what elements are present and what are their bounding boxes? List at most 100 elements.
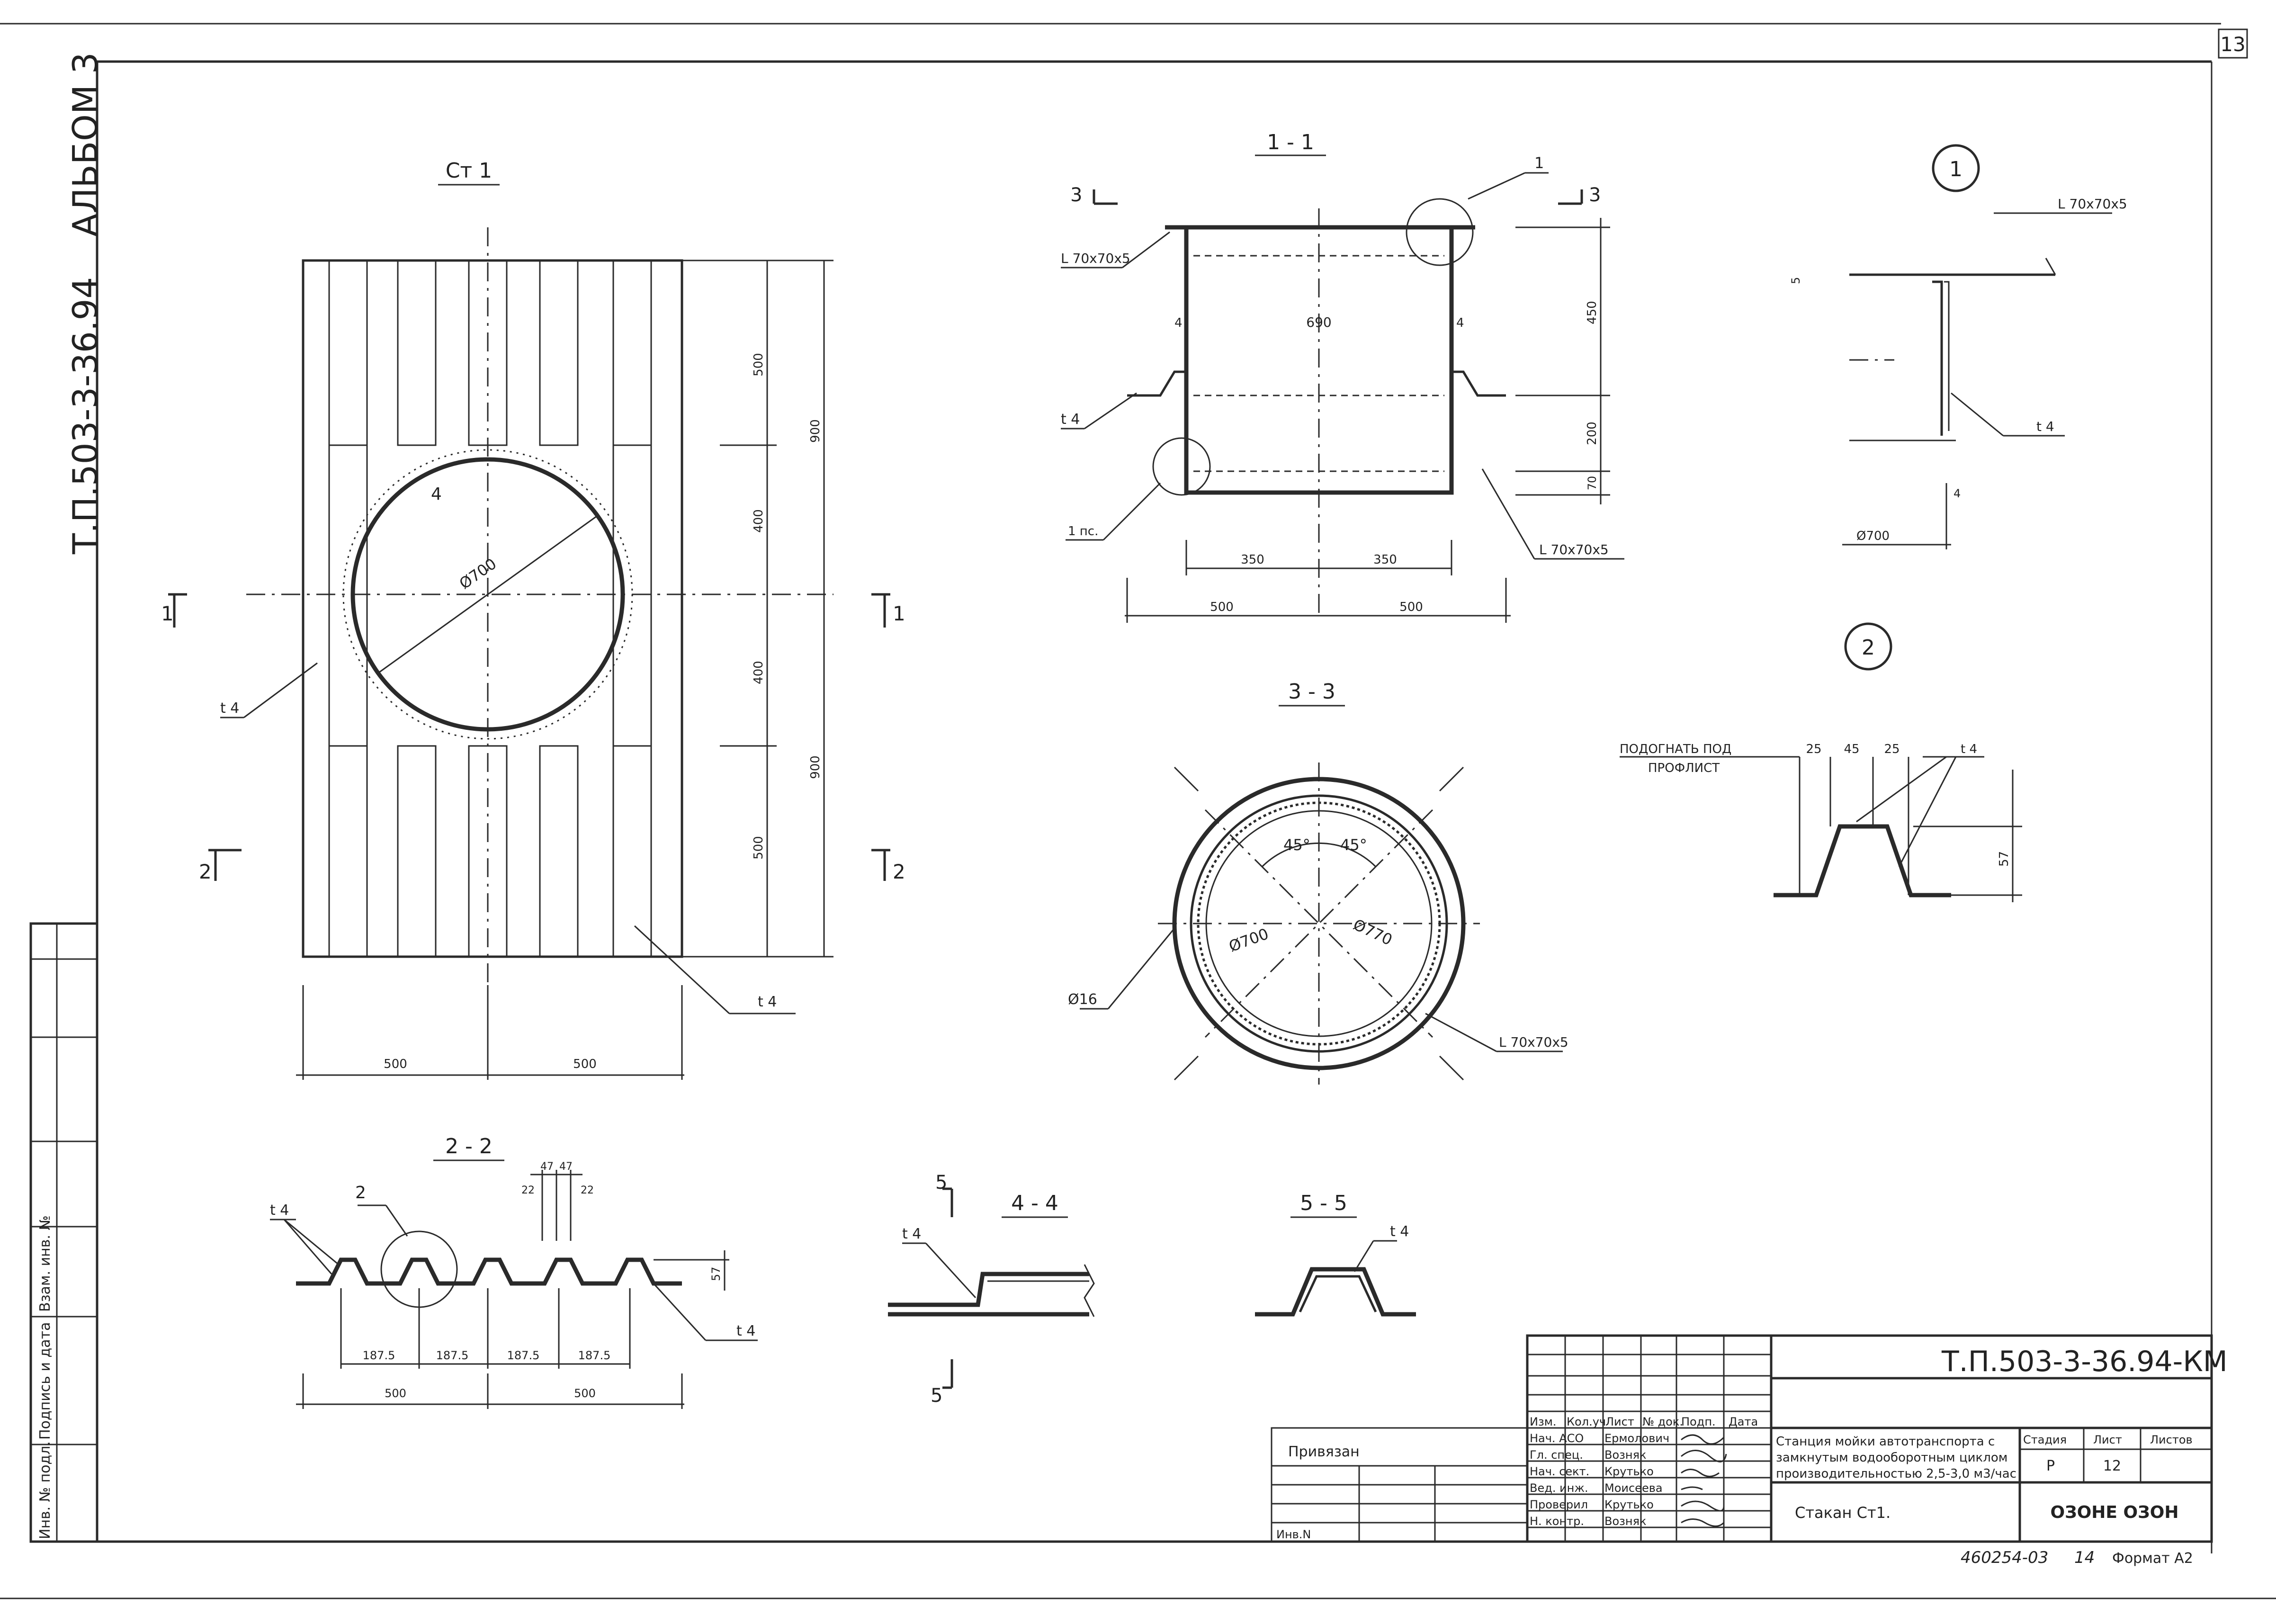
st1-title: Ст 1 bbox=[446, 159, 492, 183]
sec11-dim-450: 450 bbox=[1585, 301, 1599, 324]
sec44-mark-bottom: 5 bbox=[931, 1385, 942, 1407]
node1-t4: t 4 bbox=[2036, 419, 2054, 434]
sec11-dim-500b: 500 bbox=[1399, 600, 1423, 614]
node2-dim-45: 45 bbox=[1844, 742, 1859, 756]
view-section-4-4: 4 - 4 t 4 5 5 bbox=[888, 1172, 1095, 1407]
title-h-izm: Изм. bbox=[1530, 1415, 1556, 1428]
bottom-stamp: 460254-03 bbox=[1961, 1548, 2048, 1567]
node2-height: 57 bbox=[1997, 851, 2011, 867]
st1-sec1-right: 1 bbox=[893, 602, 905, 625]
sec33-angle-label: L 70х70х5 bbox=[1499, 1034, 1568, 1050]
person-name-6: Возняк bbox=[1604, 1515, 1647, 1528]
title-h-list: Лист bbox=[1605, 1415, 1634, 1428]
st1-dim-500-left: 500 bbox=[384, 1057, 407, 1071]
sec22-total-b: 500 bbox=[574, 1387, 596, 1400]
title-desc-3: производительностью 2,5-3,0 м3/час bbox=[1776, 1467, 2016, 1481]
sec22-t4-left: t 4 bbox=[270, 1202, 289, 1219]
title-sheets-label: Листов bbox=[2150, 1433, 2193, 1446]
sec33-hole: Ø16 bbox=[1068, 991, 1097, 1008]
node1-dim5: 5 bbox=[1789, 277, 1802, 284]
st1-diameter: Ø700 bbox=[456, 555, 500, 593]
sec22-pitch-c: 187.5 bbox=[507, 1349, 540, 1362]
person-name-2: Возняк bbox=[1604, 1448, 1647, 1462]
person-role-5: Проверил bbox=[1530, 1498, 1588, 1511]
sec22-title: 2 - 2 bbox=[445, 1134, 493, 1158]
title-sheet-label: Лист bbox=[2093, 1433, 2122, 1446]
st1-bottom-flutes bbox=[328, 745, 652, 958]
view-st1: Ст 1 Ø700 4 bbox=[161, 159, 905, 1080]
person-role-3: Нач. сект. bbox=[1530, 1465, 1589, 1478]
sec11-title: 1 - 1 bbox=[1267, 130, 1314, 154]
person-role-6: Н. контр. bbox=[1530, 1515, 1584, 1528]
sec22-total-a: 500 bbox=[385, 1387, 406, 1400]
sec22-pitch-a: 187.5 bbox=[363, 1349, 395, 1362]
node1-diam: Ø700 bbox=[1856, 529, 1890, 543]
sec11-mark4-left: 4 bbox=[1174, 316, 1183, 330]
title-privyazan: Привязан bbox=[1288, 1444, 1360, 1460]
view-section-5-5: 5 - 5 t 4 bbox=[1255, 1191, 1416, 1317]
st1-dim-500a: 500 bbox=[752, 353, 766, 377]
sec11-mark3-left: 3 bbox=[1070, 184, 1082, 206]
sec11-mark4-right: 4 bbox=[1456, 316, 1464, 330]
sheet-frame: 13 АЛЬБОМ 3 Т.П.503-3-36.94 460254-03 14… bbox=[0, 23, 2276, 1599]
node2-dim-25a: 25 bbox=[1806, 742, 1821, 756]
margin-replace-label: Взам. инв. № bbox=[37, 1215, 54, 1312]
st1-dim-400b: 400 bbox=[752, 661, 766, 684]
node2-note2: ПРОФЛИСТ bbox=[1648, 761, 1720, 775]
sec22-callout: 2 bbox=[355, 1183, 366, 1202]
sec11-dim-350b: 350 bbox=[1373, 553, 1397, 567]
st1-sec2-right: 2 bbox=[893, 860, 905, 883]
margin-sign-label: Подпись и дата bbox=[37, 1322, 54, 1440]
person-role-2: Гл. спец. bbox=[1530, 1448, 1583, 1462]
view-section-2-2: 2 - 2 2 t 4 t 4 47 47 22 22 57 187.5 187… bbox=[270, 1134, 758, 1409]
sec22-pitch-b: 187.5 bbox=[436, 1349, 469, 1362]
st1-section-marks: 1 1 2 2 bbox=[161, 593, 905, 883]
sec11-inner-width: 690 bbox=[1306, 314, 1331, 330]
person-role-4: Вед. инж. bbox=[1530, 1481, 1588, 1495]
margin-inv-label: Инв. № подл. bbox=[37, 1441, 54, 1539]
title-code: Т.П.503-3-36.94-КМ bbox=[1941, 1345, 2228, 1378]
node1-title: 1 bbox=[1949, 157, 1962, 181]
st1-plate bbox=[302, 259, 683, 958]
view-node-1: 1 L 70х70х5 t 4 5 4 Ø700 bbox=[1789, 144, 2127, 549]
sec22-side-dim-b: 22 bbox=[581, 1184, 594, 1196]
sec22-top-dim-a: 47 bbox=[540, 1161, 554, 1173]
sec55-t4: t 4 bbox=[1390, 1223, 1409, 1240]
node2-dim-25b: 25 bbox=[1884, 742, 1900, 756]
view-section-3-3: 3 - 3 45° 45° Ø700 Ø770 Ø16 L 70х70х5 bbox=[1068, 680, 1568, 1085]
view-section-1-1: 1 - 1 1 L 70х70х5 t 4 1 пс. L 70х70х5 3 bbox=[1061, 130, 1624, 623]
node2-t: t 4 bbox=[1961, 742, 1977, 756]
node2-title: 2 bbox=[1862, 636, 1875, 660]
signatures bbox=[1681, 1434, 1727, 1527]
sec11-dim-350a: 350 bbox=[1241, 553, 1264, 567]
node2-note1: ПОДОГНАТЬ ПОД bbox=[1620, 742, 1731, 756]
title-stage: Р bbox=[2046, 1458, 2055, 1474]
title-inv: Инв.N bbox=[1276, 1528, 1311, 1541]
sec11-angle-right: L 70х70х5 bbox=[1539, 542, 1609, 557]
st1-label-t4b: t 4 bbox=[758, 994, 777, 1010]
sec44-t4: t 4 bbox=[902, 1226, 921, 1242]
person-name-5: Крутько bbox=[1604, 1498, 1654, 1511]
sec22-side-dim-a: 22 bbox=[521, 1184, 535, 1196]
sec11-angle-top: L 70х70х5 bbox=[1061, 251, 1130, 266]
st1-sec1-left: 1 bbox=[161, 602, 174, 625]
st1-dim-400a: 400 bbox=[752, 509, 766, 533]
title-sheet-name: Стакан Ст1. bbox=[1795, 1504, 1891, 1522]
st1-vertical-dims: 500 400 400 500 900 900 bbox=[682, 260, 833, 958]
st1-callout-4: 4 bbox=[431, 485, 442, 504]
format-label: Формат А2 bbox=[2112, 1550, 2193, 1567]
sec22-height: 57 bbox=[709, 1266, 723, 1281]
title-h-doc: № док. bbox=[1642, 1415, 1683, 1428]
sec55-title: 5 - 5 bbox=[1300, 1191, 1347, 1215]
sec11-callout-1: 1 bbox=[1534, 154, 1544, 172]
sec33-angle-a: 45° bbox=[1283, 836, 1310, 854]
sec11-dim-200: 200 bbox=[1585, 422, 1599, 445]
node1-angle: L 70х70х5 bbox=[2058, 196, 2127, 212]
st1-dim-500-right: 500 bbox=[573, 1057, 597, 1071]
title-grid bbox=[1527, 1336, 1771, 1542]
sec11-node-bar-circle bbox=[1152, 437, 1211, 496]
sec11-bar: 1 пс. bbox=[1068, 524, 1098, 538]
sec11-node1-circle bbox=[1406, 198, 1474, 266]
sec11-t4: t 4 bbox=[1061, 411, 1080, 428]
